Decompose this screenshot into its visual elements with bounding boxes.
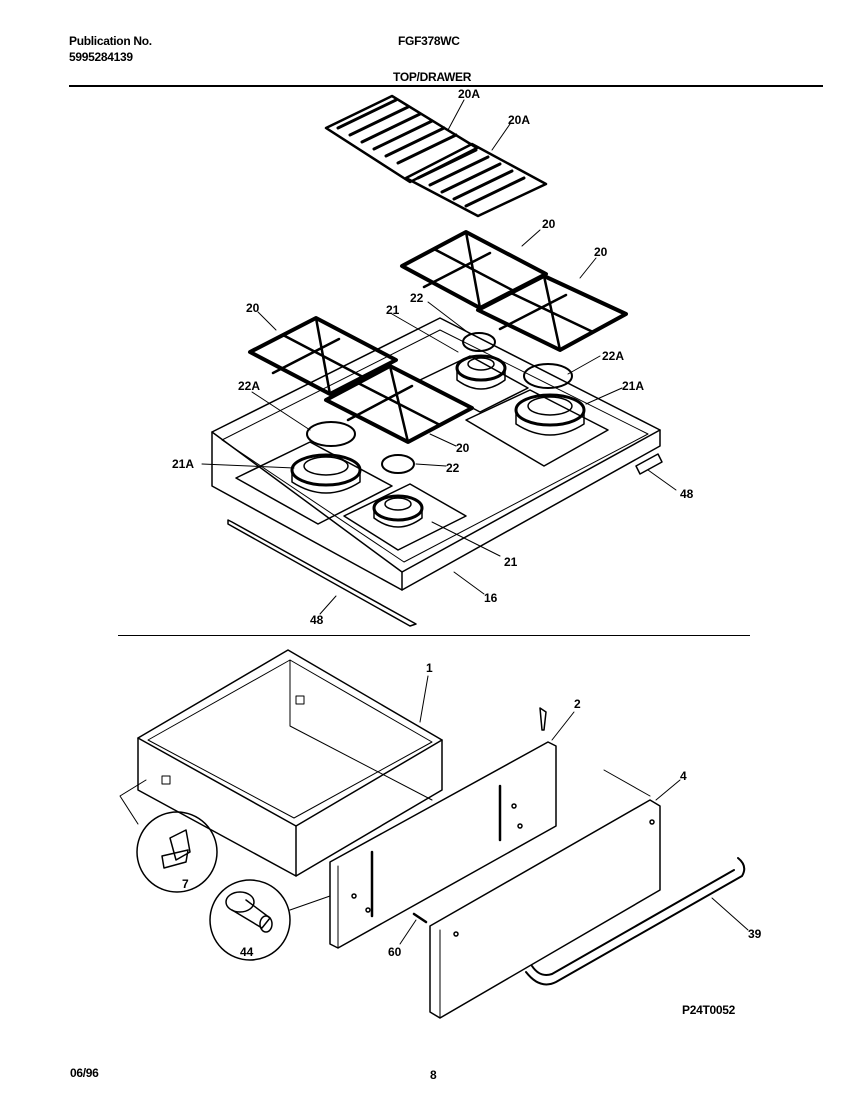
callout-21a: 21A (172, 457, 194, 471)
cooktop-16 (211, 317, 661, 591)
griddle-grate-20a-left (324, 94, 479, 184)
drawing-code: P24T0052 (682, 1003, 735, 1017)
callout-22: 22 (410, 291, 424, 305)
callout-60: 60 (388, 945, 402, 959)
publication-number: 5995284139 (69, 50, 133, 64)
callout-44: 44 (240, 945, 254, 959)
callout-2: 2 (574, 697, 581, 711)
side-trim-48-left (227, 519, 417, 627)
grate-20-rear-left (400, 230, 548, 310)
drawer-panel-2 (329, 741, 557, 949)
burner-cap-22-front (381, 454, 415, 474)
burner-cap-22a-right (523, 363, 573, 389)
burner-21-rear (455, 354, 507, 390)
burner-21a-right (514, 393, 586, 436)
callout-20a: 20A (458, 87, 480, 101)
side-trim-48-right (635, 453, 663, 475)
callout-21: 21 (504, 555, 518, 569)
callout-22a: 22A (602, 349, 624, 363)
griddle-grate-20a-right (404, 142, 548, 218)
grate-20-front-left (248, 316, 398, 396)
section-divider (118, 635, 750, 636)
bracket-detail-7 (119, 779, 218, 893)
drawer-panel-4 (429, 799, 661, 1019)
leader-lines (201, 99, 749, 945)
drawer-handle-39 (525, 857, 746, 986)
callout-16: 16 (484, 591, 498, 605)
publication-date: 06/96 (70, 1066, 99, 1080)
callout-7: 7 (182, 877, 189, 891)
callout-20: 20 (542, 217, 556, 231)
callout-1: 1 (426, 661, 433, 675)
burner-21a-left (290, 453, 362, 494)
callout-48: 48 (680, 487, 694, 501)
callout-21a: 21A (622, 379, 644, 393)
publication-label: Publication No. (69, 34, 152, 48)
burner-cap-22-rear (462, 332, 496, 352)
roller-detail-44 (209, 879, 331, 961)
burner-cap-22a-left (306, 421, 356, 447)
callout-20a: 20A (508, 113, 530, 127)
callout-20: 20 (246, 301, 260, 315)
callout-20: 20 (594, 245, 608, 259)
page-number: 8 (430, 1068, 437, 1082)
callout-22a: 22A (238, 379, 260, 393)
drawer-1 (137, 649, 443, 877)
callout-4: 4 (680, 769, 687, 783)
callout-20: 20 (456, 441, 470, 455)
model-number: FGF378WC (398, 34, 460, 48)
callout-48: 48 (310, 613, 324, 627)
callout-22: 22 (446, 461, 460, 475)
callout-21: 21 (386, 303, 400, 317)
callout-39: 39 (748, 927, 762, 941)
burner-21-front (372, 494, 424, 528)
screw-60 (412, 912, 428, 924)
screw (539, 707, 547, 731)
section-title: TOP/DRAWER (393, 70, 472, 84)
grate-20-front-mid (324, 364, 474, 444)
grate-20-rear-right (476, 274, 628, 352)
header-rule (69, 85, 823, 87)
